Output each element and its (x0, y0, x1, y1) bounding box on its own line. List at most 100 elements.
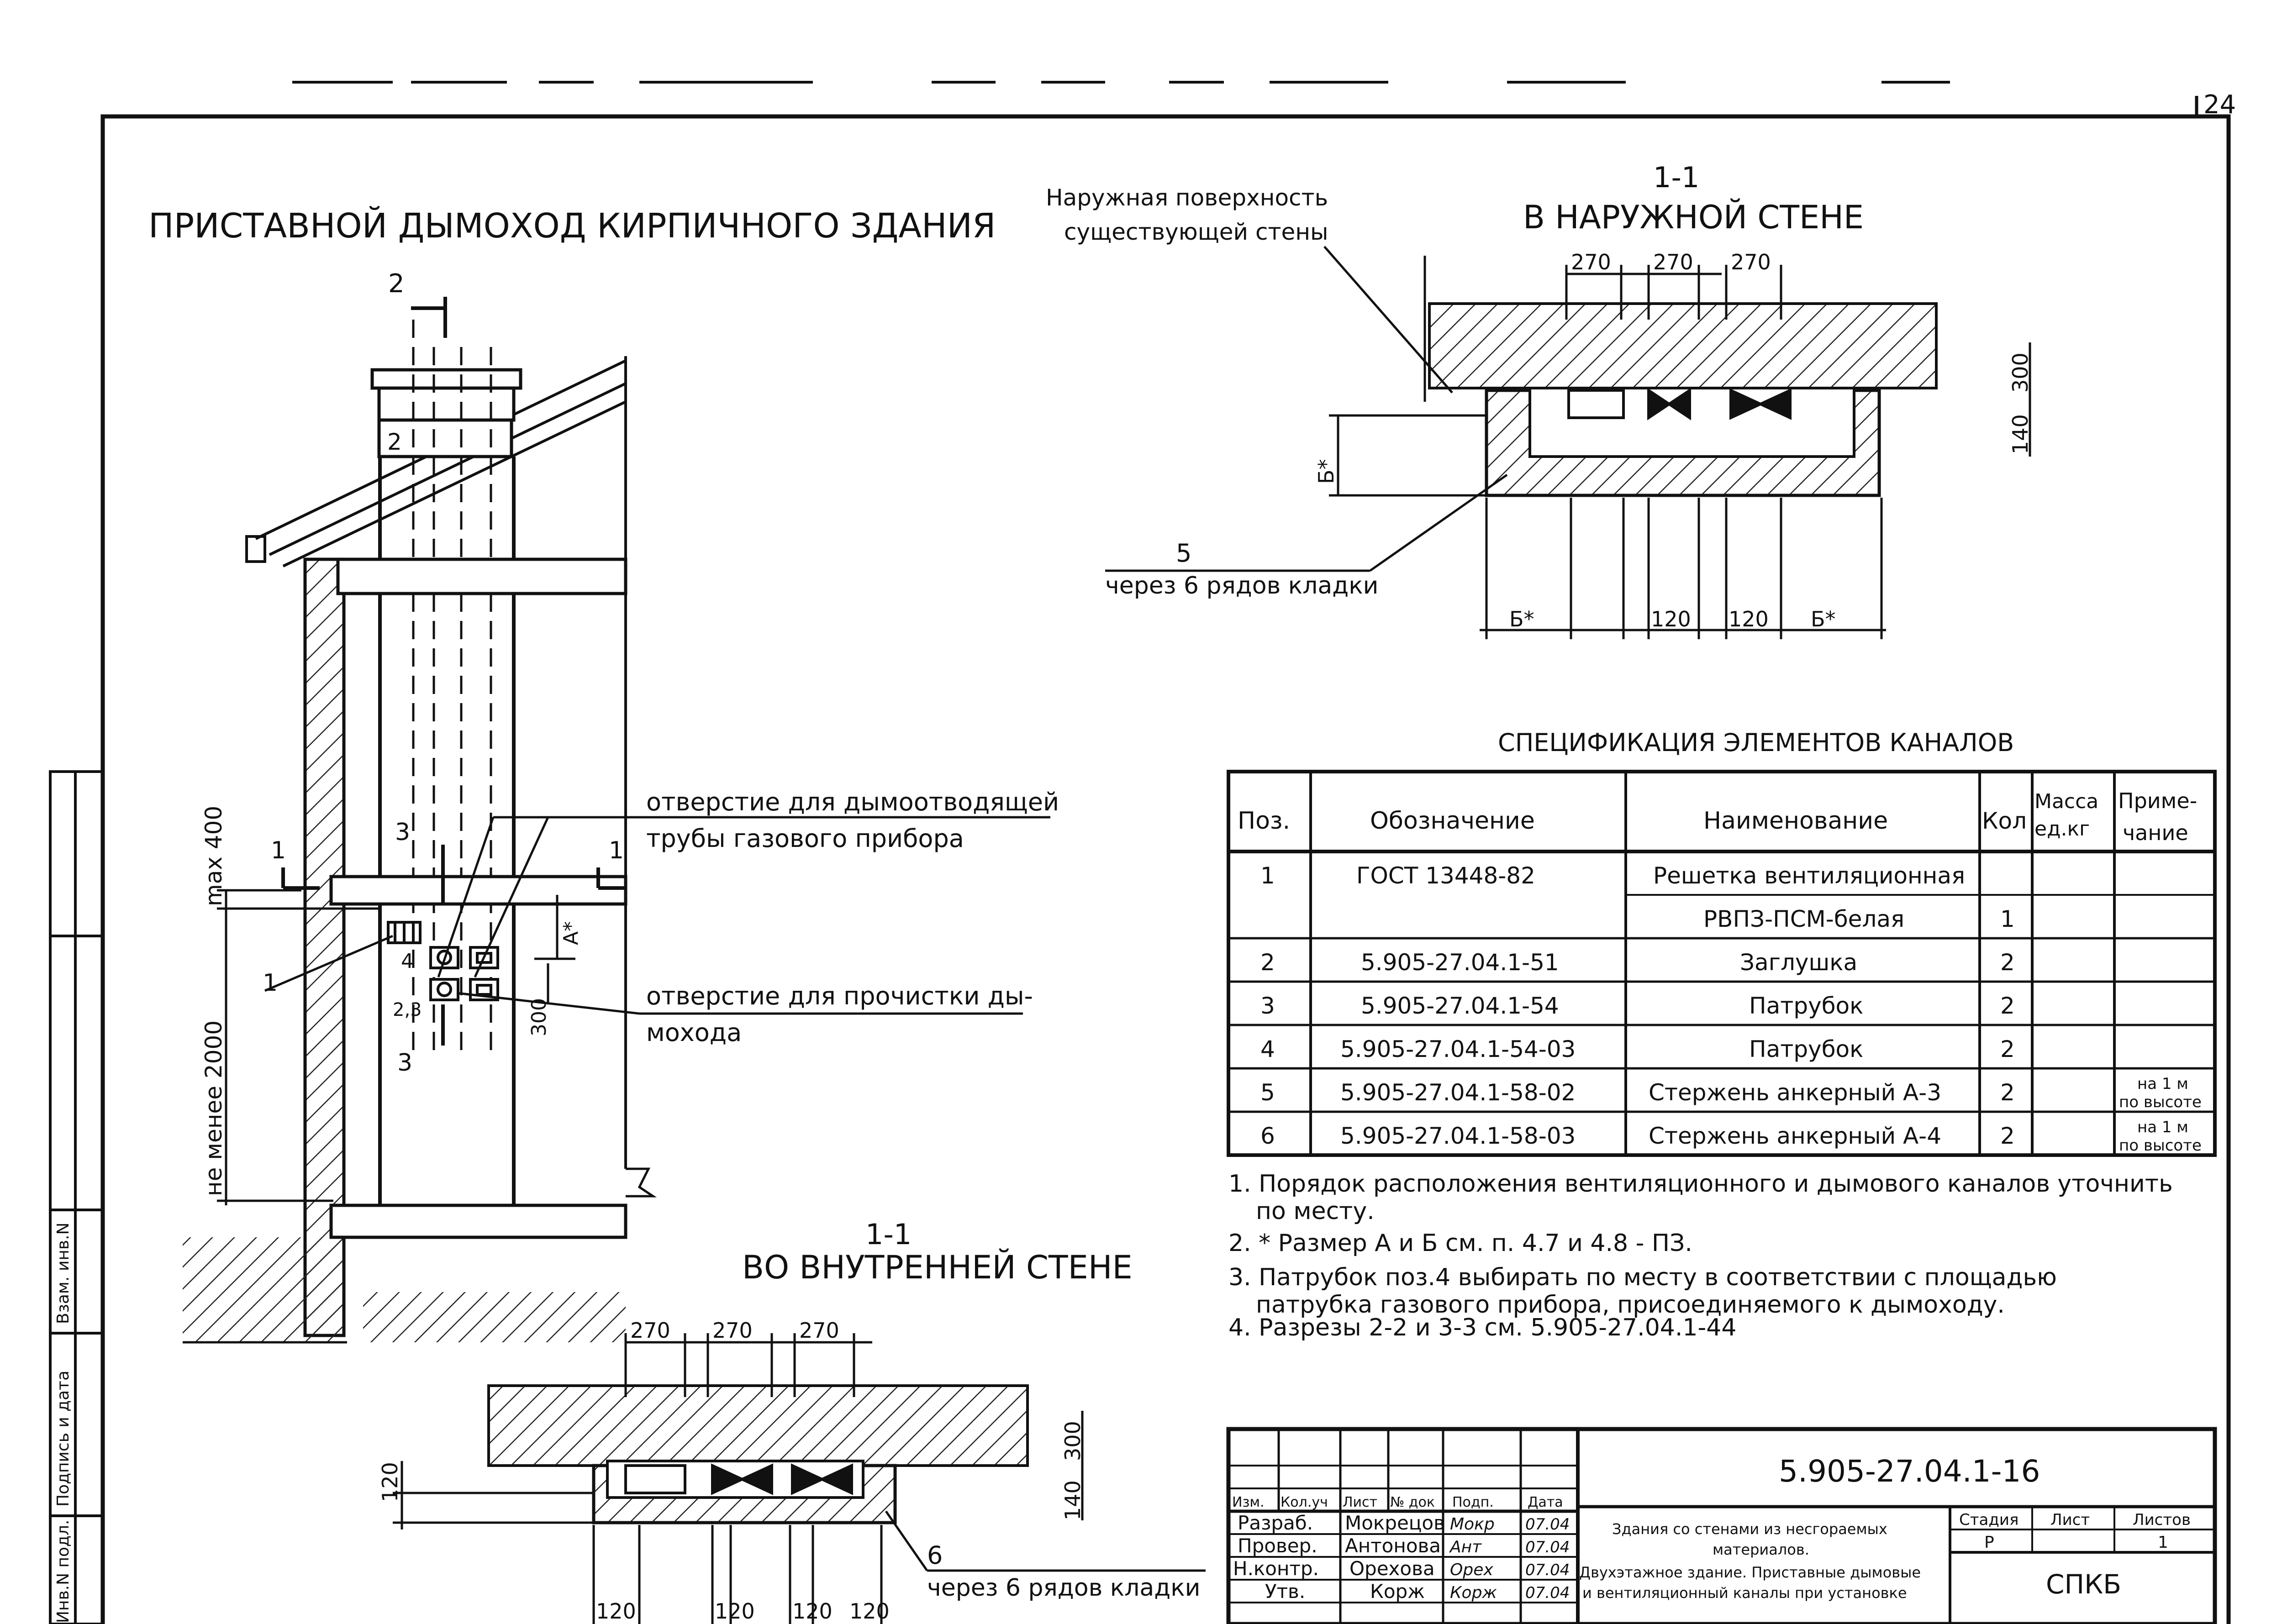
sheets-value: 1 (2158, 1533, 2168, 1552)
spec-header-pos: Поз. (1238, 807, 1290, 835)
stage-label: Стадия (1959, 1511, 2018, 1529)
middle-floor-slab (329, 875, 627, 906)
cell-name: Патрубок (1749, 1036, 1863, 1062)
cell-designation: 5.905-27.04.1-54-03 (1340, 1036, 1576, 1062)
signature-prover: Ант (1449, 1538, 1482, 1556)
dim-min2000: не менее 2000 (200, 1020, 227, 1196)
title-block: 5.905-27.04.1-16 Изм. Кол.уч Лист № док … (1226, 1427, 2217, 1624)
dim-a: А* (559, 921, 583, 945)
section-marks (281, 297, 626, 1046)
note-line-2: по месту. (1256, 1198, 1375, 1225)
desc-line-2: материалов. (1713, 1541, 1809, 1558)
inner-dim-140: 140 (1060, 1480, 1085, 1520)
inner-dim-120-left: 120 (378, 1462, 402, 1502)
pos23-label: 2,3 (393, 999, 422, 1020)
name-razrab: Мокрецов (1345, 1512, 1445, 1534)
cell-note-1: на 1 м (2137, 1075, 2188, 1093)
role-utv: Утв. (1265, 1580, 1305, 1603)
cell-qty: 2 (2000, 1123, 2015, 1149)
cell-note-1: на 1 м (2137, 1118, 2188, 1136)
name-prover: Антонова (1345, 1535, 1441, 1557)
document-code: 5.905-27.04.1-16 (1779, 1454, 2040, 1489)
cell-note-2: по высоте (2119, 1136, 2202, 1155)
section-inner-title: ВО ВНУТРЕННЕЙ СТЕНЕ (742, 1249, 1133, 1286)
desc-line-1: Здания со стенами из несгораемых (1612, 1520, 1887, 1538)
cell-pos: 4 (1260, 1036, 1275, 1062)
section2-label: 2 (388, 269, 405, 299)
spec-header-name: Наименование (1703, 807, 1888, 835)
spec-header-note-1: Приме- (2118, 788, 2197, 813)
note-line-1: 1. Порядок расположения вентиляционного … (1228, 1170, 2173, 1198)
section-inner-number: 1-1 (865, 1218, 912, 1251)
section-outer-number: 1-1 (1653, 161, 1699, 194)
spec-header-mass-2: ед.кг (2034, 817, 2090, 841)
cell-designation: 5.905-27.04.1-58-03 (1340, 1123, 1576, 1149)
cell-pos: 5 (1260, 1079, 1275, 1106)
cell-qty: 1 (2000, 906, 2015, 932)
table-row: 5 5.905-27.04.1-58-02 Стержень анкерный … (1260, 1075, 2202, 1111)
signature-utv: Корж (1450, 1583, 1497, 1602)
date-prover: 07.04 (1525, 1538, 1570, 1556)
outer-dim-b-left: Б* (1509, 607, 1534, 631)
cell-designation: 5.905-27.04.1-54 (1361, 993, 1559, 1019)
desc-line-4: и вентиляционный каналы при установке (1582, 1584, 1907, 1602)
signature-nkontr: Орех (1450, 1561, 1493, 1579)
section2-box-label: 2 (387, 429, 402, 455)
inner-dim-270-2: 270 (712, 1318, 753, 1343)
elevation-dimensions (217, 889, 575, 1205)
section1-label-right: 1 (609, 837, 624, 864)
leader-outer-surface-1: Наружная поверхность (1046, 184, 1328, 211)
section1-label-left: 1 (271, 837, 286, 864)
cell-pos: 6 (1260, 1123, 1275, 1149)
inner-dim-120-3: 120 (792, 1599, 833, 1624)
role-prover: Провер. (1238, 1535, 1318, 1557)
elevation-leaders (264, 816, 1050, 1015)
spec-header-note-2: чание (2123, 820, 2188, 845)
inner-dim-120-1: 120 (596, 1599, 636, 1624)
col-header-sign: Подп. (1452, 1494, 1494, 1510)
date-utv: 07.04 (1525, 1584, 1570, 1602)
general-notes: 1. Порядок расположения вентиляционного … (1228, 1170, 2173, 1341)
spec-header-qty: Кол (1982, 808, 2027, 834)
table-row: РВПЗ-ПСМ-белая 1 (1703, 906, 2015, 932)
dim-300: 300 (527, 998, 551, 1036)
cell-name: Заглушка (1740, 949, 1857, 976)
cell-designation: ГОСТ 13448-82 (1356, 862, 1535, 889)
cell-name: Патрубок (1749, 993, 1863, 1019)
cell-name: РВПЗ-ПСМ-белая (1703, 906, 1904, 932)
cell-qty: 2 (2000, 993, 2015, 1019)
outer-dim-120-1: 120 (1651, 607, 1691, 631)
note-line-5: патрубка газового прибора, присоединяемо… (1256, 1291, 2005, 1319)
spec-header-designation: Обозначение (1370, 807, 1535, 835)
table-row: 6 5.905-27.04.1-58-03 Стержень анкерный … (1260, 1118, 2202, 1155)
outer-dim-270-2: 270 (1653, 250, 1693, 274)
col-header-date: Дата (1528, 1494, 1563, 1510)
col-header-list: Лист (1343, 1494, 1377, 1510)
callout-clean-line2: мохода (646, 1018, 742, 1047)
outer-pos-note: через 6 рядов кладки (1105, 572, 1378, 599)
section-outer-title: В НАРУЖНОЙ СТЕНЕ (1523, 199, 1864, 236)
outer-dim-270-3: 270 (1731, 250, 1771, 274)
role-nkontr: Н.контр. (1233, 1557, 1319, 1580)
col-header-kol-uch: Кол.уч (1281, 1494, 1328, 1510)
cell-pos: 3 (1260, 993, 1275, 1019)
lower-floor-slab (329, 1204, 627, 1239)
cell-qty: 2 (2000, 1079, 2015, 1106)
role-razrab: Разраб. (1238, 1512, 1313, 1534)
ground (183, 1237, 343, 1342)
cell-name: Стержень анкерный А-4 (1649, 1123, 1941, 1149)
name-utv: Корж (1370, 1580, 1425, 1603)
inner-pos-note: через 6 рядов кладки (927, 1574, 1200, 1602)
chimney-elevation: 2 2 1 1 3 1 4 2,3 3 max 400 не менее 200… (183, 269, 1059, 1344)
outer-dim-b-vertical: Б* (1314, 459, 1339, 484)
inner-dim-270-3: 270 (799, 1318, 839, 1343)
desc-line-3: Двухэтажное здание. Приставные дымовые (1579, 1564, 1921, 1581)
leader-outer-surface-2: существующей стены (1064, 219, 1328, 245)
note-line-4: 3. Патрубок поз.4 выбирать по месту в со… (1228, 1264, 2057, 1291)
outer-dim-300: 300 (2008, 352, 2033, 393)
spec-header-mass-1: Масса (2034, 790, 2098, 813)
pos1-label: 1 (263, 969, 278, 997)
sheet-label: Лист (2050, 1511, 2090, 1529)
left-approval-strip (49, 770, 104, 1624)
inner-wall (487, 1384, 1029, 1467)
